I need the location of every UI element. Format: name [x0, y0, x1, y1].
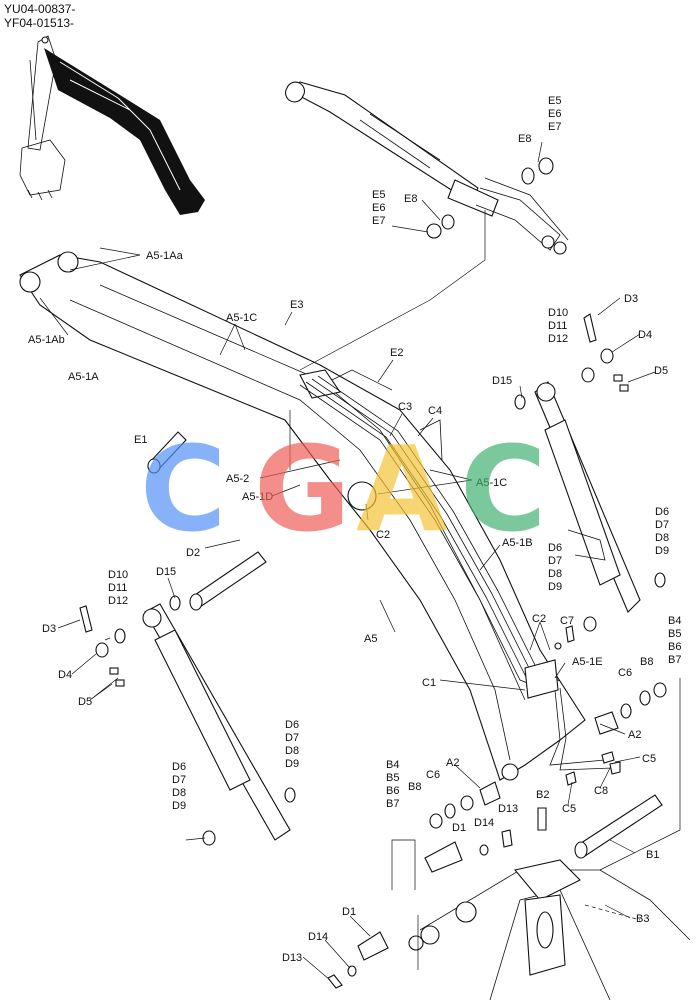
- label-e8-lower: E8: [404, 193, 417, 205]
- label-d15-left: D15: [156, 566, 176, 578]
- label-c7: C7: [560, 615, 574, 627]
- stack-b4-b7-right: B4 B5 B6 B7: [668, 615, 685, 666]
- stack-e5-e7-mid: E5 E6 E7: [372, 189, 389, 227]
- label-c5-right: C5: [642, 753, 656, 765]
- label-e2: E2: [390, 347, 403, 359]
- stack-e5-e7-top: E5 E6 E7: [548, 95, 565, 133]
- bc-hardware: [327, 625, 667, 989]
- label-d1-mid: D1: [452, 822, 466, 834]
- label-d13-mid: D13: [498, 803, 518, 815]
- label-d1-low: D1: [342, 906, 356, 918]
- label-a5-1aa: A5-1Aa: [146, 250, 184, 262]
- label-d14-low: D14: [308, 931, 328, 943]
- label-a2-right: A2: [628, 729, 641, 741]
- watermark-letter-1: C: [140, 420, 227, 558]
- label-a5-1c-top: A5-1C: [226, 312, 257, 324]
- arm-cylinder: [285, 81, 569, 255]
- label-c3: C3: [398, 401, 412, 413]
- label-c6-mid: C6: [426, 769, 440, 781]
- label-b8-mid: B8: [408, 781, 421, 793]
- stacked-labels: E5 E6 E7 E5 E6 E7 D10 D11 D12 D10 D11 D1…: [108, 95, 685, 812]
- label-d4-left: D4: [58, 669, 72, 681]
- watermark-letter-4: C: [460, 420, 547, 558]
- d-hardware: [79, 313, 666, 846]
- label-a5: A5: [364, 633, 377, 645]
- label-d14-mid: D14: [474, 817, 494, 829]
- label-c6-right: C6: [618, 667, 632, 679]
- label-d13-low: D13: [282, 952, 302, 964]
- label-a5-1b: A5-1B: [502, 537, 533, 549]
- stack-b4-b7-left: B4 B5 B6 B7: [386, 759, 403, 810]
- label-d2: D2: [186, 547, 200, 559]
- label-e1: E1: [134, 434, 147, 446]
- stack-d6-d9-right-b: D6 D7 D8 D9: [548, 542, 565, 593]
- label-b3: B3: [636, 913, 649, 925]
- label-d3-left: D3: [42, 623, 56, 635]
- label-d3-right: D3: [624, 293, 638, 305]
- stack-d6-d9-right-a: D6 D7 D8 D9: [655, 506, 672, 557]
- stack-d6-d9-left-b: D6 D7 D8 D9: [172, 761, 189, 812]
- label-a5-1a: A5-1A: [68, 371, 99, 383]
- label-d4-right: D4: [638, 329, 652, 341]
- label-c5-low: C5: [562, 803, 576, 815]
- boom-cylinders: [142, 381, 641, 841]
- label-a5-1ab: A5-1Ab: [28, 334, 65, 346]
- label-e3: E3: [290, 299, 303, 311]
- boom-hoses: [299, 375, 613, 771]
- watermark-letter-3: A: [356, 420, 447, 558]
- stack-d10-d12-left: D10 D11 D12: [108, 569, 131, 607]
- assembly-brackets: [289, 210, 681, 970]
- pins: [147, 431, 663, 961]
- label-a5-2: A5-2: [226, 473, 249, 485]
- label-b8-right: B8: [640, 656, 653, 668]
- serial-range-2: YF04-01513-: [4, 16, 74, 30]
- label-d5-left: D5: [78, 696, 92, 708]
- label-c2-right: C2: [532, 613, 546, 625]
- excavator-arm-icon: [19, 35, 205, 215]
- label-b2: B2: [536, 789, 549, 801]
- serial-range-1: YU04-00837-: [4, 2, 75, 16]
- label-a5-1e: A5-1E: [572, 656, 603, 668]
- label-b1: B1: [646, 849, 659, 861]
- label-d15-right: D15: [492, 375, 512, 387]
- label-a5-1d: A5-1D: [242, 491, 273, 503]
- e-washers: [426, 157, 554, 239]
- label-a2-mid: A2: [446, 757, 459, 769]
- label-d5-right: D5: [654, 365, 668, 377]
- label-c1: C1: [422, 677, 436, 689]
- label-e8-upper: E8: [518, 133, 531, 145]
- stack-d10-d12-right: D10 D11 D12: [548, 307, 571, 345]
- label-c2-mid: C2: [376, 529, 390, 541]
- boom-a5: [19, 251, 586, 781]
- label-c8: C8: [594, 785, 608, 797]
- label-c4: C4: [428, 405, 442, 417]
- boom-foot-frame: [408, 859, 691, 1000]
- watermark-logo: C G A C: [140, 420, 547, 558]
- label-a5-1c-mid: A5-1C: [476, 477, 507, 489]
- leader-lines: [39, 141, 656, 981]
- part-labels: A5-1Aa A5-1Ab A5-1A A5-1C E3 E2 C3 C4 E1…: [28, 133, 668, 964]
- stack-d6-d9-left-a: D6 D7 D8 D9: [285, 719, 302, 770]
- watermark-letter-2: G: [254, 420, 351, 558]
